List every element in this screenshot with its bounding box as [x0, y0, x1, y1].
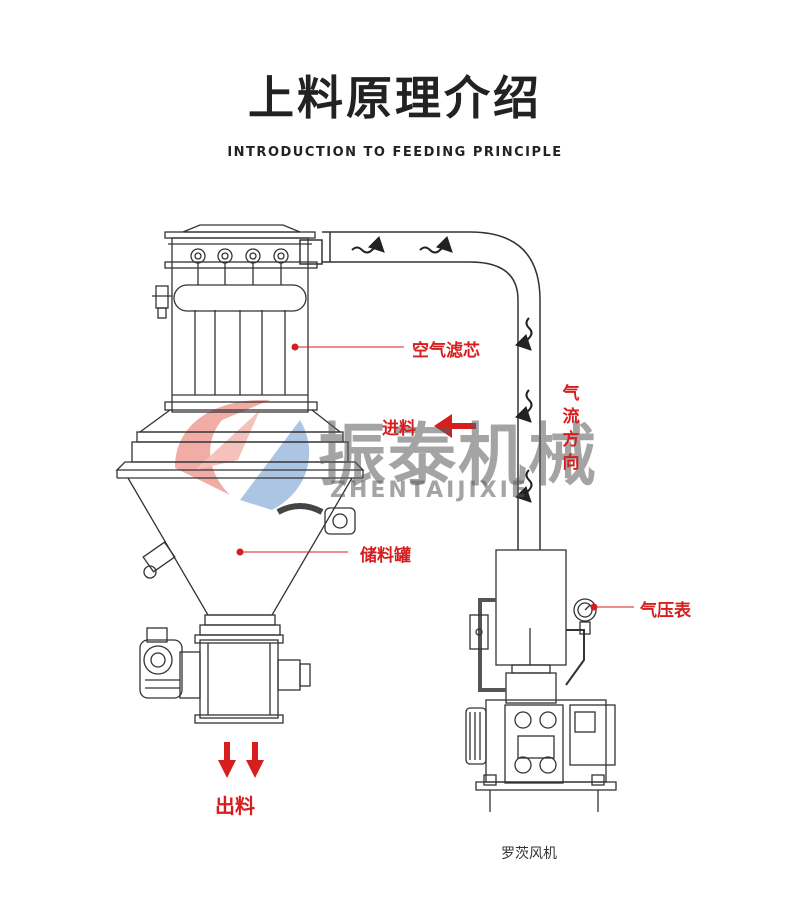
label-feed-in: 进料: [382, 419, 416, 439]
pressure-gauge-icon: [573, 598, 597, 635]
pulse-valve-icon: [190, 248, 289, 285]
label-airflow: 气 流 方 向: [562, 384, 580, 473]
watermark-logo: [175, 399, 310, 510]
watermark-en: ZHENTAIJIXIE: [330, 478, 529, 503]
page-subtitle: INTRODUCTION TO FEEDING PRINCIPLE: [227, 145, 563, 160]
page-title: 上料原理介绍: [248, 71, 542, 125]
callout-lines: [236, 343, 634, 611]
label-blower: 罗茨风机: [501, 846, 557, 862]
air-regulator-icon: [152, 285, 172, 319]
watermark-cn: 振泰机械: [318, 417, 599, 496]
feed-in-arrow-icon: [434, 414, 476, 438]
label-filter: 空气滤芯: [412, 341, 480, 361]
label-gauge: 气压表: [640, 601, 691, 621]
storage-tank: [115, 409, 365, 636]
conveying-pipe: [299, 231, 541, 550]
flow-arrows: [351, 235, 533, 503]
label-discharge: 出料: [215, 794, 255, 818]
roots-blower: [465, 549, 617, 812]
label-tank: 储料罐: [360, 546, 411, 566]
rotary-valve: [139, 627, 311, 724]
discharge-arrow-icon: [218, 742, 264, 778]
filter-housing: [164, 224, 318, 413]
